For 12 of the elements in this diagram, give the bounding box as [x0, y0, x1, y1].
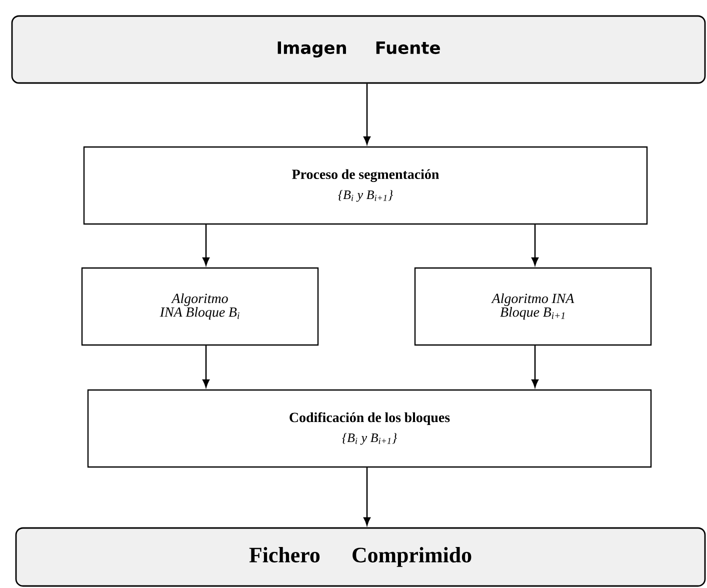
end-box: Fichero Comprimido	[15, 527, 706, 587]
start-box: Imagen Fuente	[11, 15, 706, 84]
process-box: Codificación de los bloques {B$_{i}$ y B$_{i+1}$}	[87, 389, 652, 468]
arrow	[532, 224, 538, 266]
process-box: Algoritmo INA Bloque B$_{i}$	[81, 267, 319, 346]
process-box: Algoritmo INA Bloque B$_{i+1}$	[414, 267, 652, 346]
process-box: Proceso de segmentación {B$_{i}$ y B$_{i+1}$}	[83, 146, 648, 225]
arrow	[202, 224, 210, 266]
arrow	[202, 346, 210, 388]
arrow	[364, 84, 370, 145]
arrow	[364, 468, 370, 526]
arrow	[532, 346, 538, 388]
